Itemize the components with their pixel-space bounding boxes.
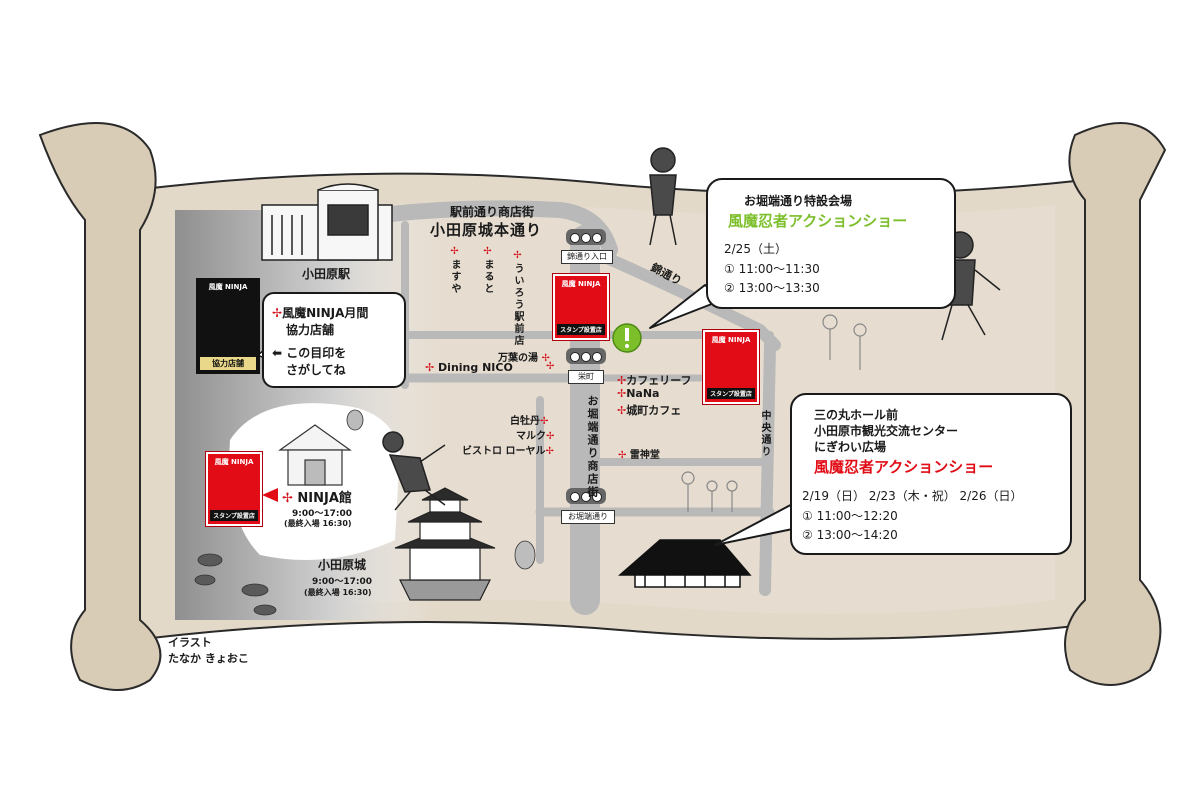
arrow-left-icon: ⬅: [272, 346, 283, 360]
shop-shiromachi-cafe[interactable]: ✢城町カフェ: [617, 404, 682, 417]
legend-line3: ⬅ この目印を: [272, 346, 347, 360]
arrow-to-ninja-museum: [262, 488, 278, 502]
sannomaru-hall-illustration: [618, 539, 752, 588]
shop-marker-icon: ✢: [546, 361, 555, 372]
shop-masuya[interactable]: ✢ますや: [449, 246, 460, 295]
shop-hakubotan[interactable]: 白牡丹✢: [510, 416, 549, 427]
stamp-badge-brand: 風魔 NINJA: [214, 458, 254, 466]
street-label-ohoribata-shotengai: お堀端通り商店街: [586, 395, 599, 499]
street-label-ekimae: 駅前通り商店街: [450, 205, 535, 219]
event-sannomaru-dates: 2/19（日） 2/23（木・祝） 2/26（日）: [802, 489, 1023, 503]
shop-nana[interactable]: ✢NaNa: [617, 387, 660, 400]
coop-badge-brand: 風魔 NINJA: [208, 283, 248, 291]
coop-badge-label: 協力店舗: [200, 357, 256, 370]
legend-line4: さがしてね: [286, 363, 346, 377]
street-label-hondori: 小田原城本通り: [430, 221, 543, 239]
sign-sakaecho: 栄町: [568, 370, 604, 384]
event-sannomaru-title: 風魔忍者アクションショー: [814, 458, 994, 476]
event-sannomaru-venue-line3: にぎわい広場: [814, 440, 887, 454]
ninja-museum-label[interactable]: ✢ NINJA館: [282, 491, 352, 506]
credit-name: たなか きょおこ: [168, 652, 249, 665]
event-sannomaru-slot2: ② 13:00～14:20: [802, 528, 898, 542]
traffic-light-icon: [566, 348, 606, 364]
ninja-museum-last-entry: (最終入場 16:30): [284, 519, 352, 528]
castle-label[interactable]: 小田原城: [318, 558, 367, 572]
stamp-badge-brand: 風魔 NINJA: [561, 280, 601, 288]
castle-last-entry: (最終入場 16:30): [304, 588, 372, 597]
castle-illustration: [394, 487, 496, 601]
event-ohoribata-venue: お堀端通り特設会場: [744, 194, 853, 208]
stamp-badge-label: スタンプ設置店: [707, 388, 755, 399]
scroll-right-roll: [1064, 122, 1167, 686]
legend-callout: ✢風魔NINJA月間 協力店舗 ⬅ この目印を さがしてね: [262, 292, 406, 388]
event-sannomaru-venue-line1: 三の丸ホール前: [814, 408, 899, 422]
event-ohoribata-slot1: ① 11:00～11:30: [724, 262, 820, 276]
event-callout-ohoribata: お堀端通り特設会場 風魔忍者アクションショー 2/25（土） ① 11:00～1…: [706, 178, 956, 309]
shop-maruto[interactable]: ✢まると: [482, 246, 493, 295]
event-pin-icon: [612, 323, 642, 353]
credit-label: イラスト: [168, 636, 212, 649]
stamp-badge-label: スタンプ設置店: [557, 324, 605, 335]
event-ohoribata-slot2: ② 13:00～13:30: [724, 281, 820, 295]
shop-bistro-royal[interactable]: ビストロ ローヤル✢: [462, 446, 554, 457]
sign-ohoribata: お堀端通り: [561, 510, 615, 524]
stamp-badge-brand: 風魔 NINJA: [711, 336, 751, 344]
sign-nishiki-entrance: 錦通り入口: [561, 250, 613, 264]
event-sannomaru-slot1: ① 11:00～12:20: [802, 509, 898, 523]
event-sannomaru-venue-line2: 小田原市観光交流センター: [814, 424, 959, 438]
stamp-badge-cafe[interactable]: 風魔 NINJA スタンプ設置店: [703, 330, 759, 404]
traffic-light-icon: [566, 229, 606, 245]
shop-uiro[interactable]: ✢ういろう駅前店: [512, 250, 523, 347]
stamp-badge-label: スタンプ設置店: [210, 510, 258, 521]
station-building: [261, 183, 393, 261]
crowd-sketches: [681, 314, 867, 512]
shop-dining-nico[interactable]: ✢ Dining NICO: [425, 361, 513, 374]
legend-line2: 協力店舗: [286, 323, 335, 337]
ninja-museum-building: [278, 424, 352, 486]
scroll-left-roll: [38, 122, 162, 691]
shop-cafe-leaf[interactable]: ✢カフェリーフ: [617, 374, 692, 387]
castle-hours: 9:00～17:00: [312, 577, 373, 587]
traffic-light-icon: [566, 488, 606, 504]
event-callout-sannomaru: 三の丸ホール前 小田原市観光交流センター にぎわい広場 風魔忍者アクションショー…: [790, 393, 1072, 555]
ninja-museum-hours: 9:00～17:00: [292, 509, 353, 519]
legend-line1: ✢風魔NINJA月間: [272, 306, 369, 320]
event-ohoribata-title: 風魔忍者アクションショー: [728, 212, 908, 230]
shop-raijindo[interactable]: ✢ 雷神堂: [618, 450, 660, 461]
decorative-plants: [194, 409, 536, 616]
coop-store-badge: 風魔 NINJA 協力店舗: [196, 278, 260, 374]
shop-manyo-no-yu[interactable]: 万葉の湯 ✢: [498, 353, 550, 364]
event-ohoribata-date: 2/25（土）: [724, 242, 787, 256]
street-label-chuo: 中央通り: [759, 410, 770, 458]
stamp-badge-uiro[interactable]: 風魔 NINJA スタンプ設置店: [553, 274, 609, 340]
station-label[interactable]: 小田原駅: [302, 267, 351, 281]
shop-maruku[interactable]: マルク✢: [516, 431, 555, 442]
stamp-badge-ninja-museum[interactable]: 風魔 NINJA スタンプ設置店: [206, 452, 262, 526]
